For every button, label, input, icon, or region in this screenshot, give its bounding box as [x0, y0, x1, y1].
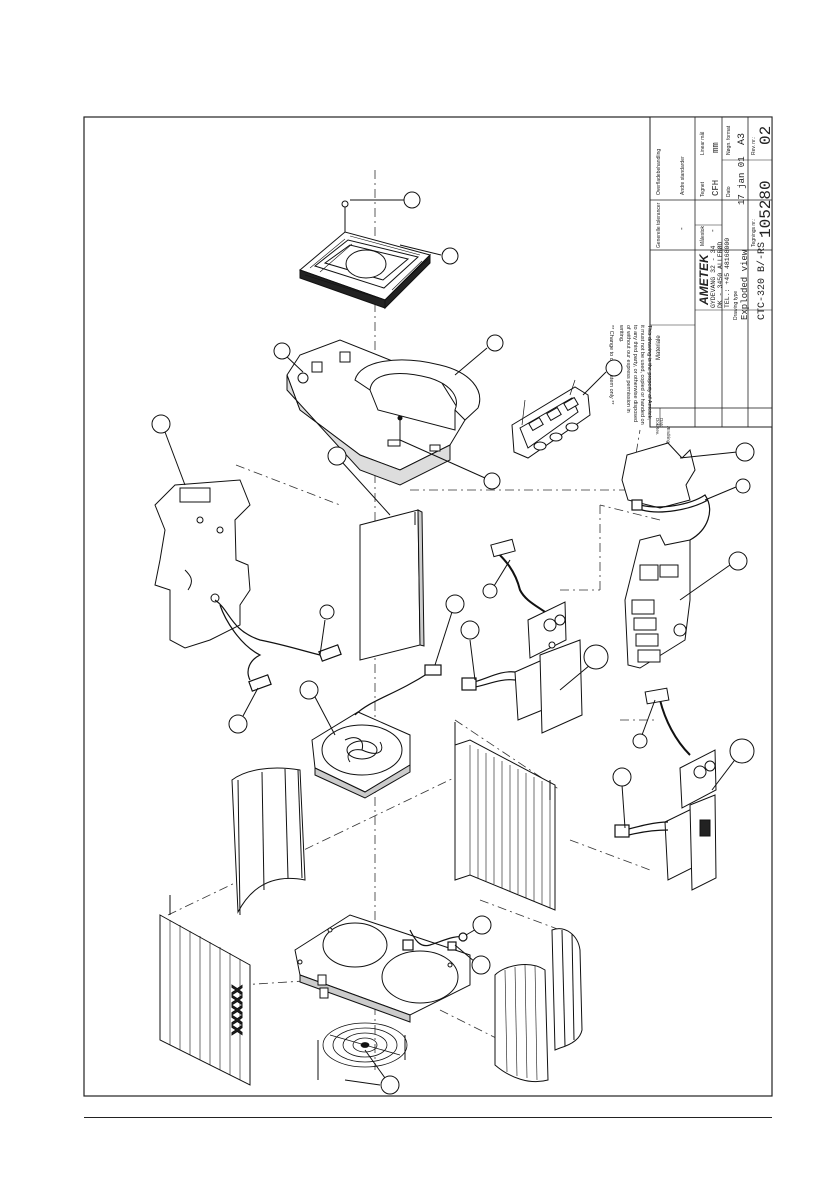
- fan: [311, 711, 411, 799]
- date-value: 17 jan 01: [737, 156, 747, 205]
- top-grille: [299, 231, 431, 310]
- center-plate: [359, 509, 425, 661]
- scale-value: -: [708, 229, 717, 232]
- scale-label: Målestok: [699, 225, 706, 246]
- bottom-screws: [169, 895, 406, 1086]
- short-cable: [461, 671, 516, 691]
- right-lower-cable: [614, 821, 669, 838]
- drawn-label: Tegnet: [700, 181, 706, 197]
- model-name: CTC-320 B/-RS: [756, 242, 768, 320]
- notice-line2: it must not be used, copied or handed on: [639, 325, 645, 425]
- notice-line1: This drawing is the property of Ametek,: [646, 325, 652, 421]
- tolerance-label: Generelle tolerancer: [656, 202, 662, 248]
- surface-label: Overfladebehandling: [656, 149, 662, 195]
- other-standard-label: Andre standarder: [680, 156, 686, 195]
- front-panel: XXXXX: [159, 914, 251, 1086]
- panel-text: XXXXX: [228, 985, 245, 1035]
- unit-label: Linear mål: [699, 132, 706, 155]
- top-cover: [286, 339, 481, 486]
- tolerance-value: -: [677, 227, 686, 230]
- date-label: Dato: [726, 186, 732, 197]
- footer-rule: [84, 1117, 772, 1118]
- drawing-title: Exploded view: [740, 249, 750, 320]
- rev-label: Rev. nr.:: [751, 137, 757, 155]
- format-label: Nøgn. format: [726, 125, 732, 155]
- display-module: [511, 379, 591, 459]
- rev-col: Rev.: [655, 426, 660, 435]
- drawing-frame: [83, 116, 773, 1097]
- rev-value: 02: [757, 126, 775, 145]
- center-heatsink: [454, 722, 556, 911]
- notice-line5: writing.: [618, 324, 624, 343]
- connector-board: [490, 538, 583, 734]
- change-col: Ændring: [666, 426, 671, 444]
- title-block: Materiale Generelle tolerancer - Overfla…: [608, 116, 775, 444]
- phone: TEL.: +45 48168000: [724, 238, 731, 308]
- drawn-value: CFH: [711, 180, 721, 196]
- unit-value: mm: [711, 142, 721, 153]
- format-value: A3: [737, 133, 748, 145]
- right-lower-module: [644, 687, 717, 891]
- right-cable: [631, 494, 711, 541]
- grille-screw: [341, 200, 349, 232]
- sensor-cable: [402, 929, 468, 951]
- sign-col: Dok.: [655, 418, 660, 427]
- right-top-plate: [621, 442, 696, 509]
- left-cable: [214, 599, 342, 692]
- fan-cable: [354, 664, 442, 716]
- drawing-no: 105280: [757, 180, 775, 238]
- company-logo: AMETEK: [697, 253, 711, 306]
- left-heatsink-panel: [231, 767, 306, 916]
- fan-guard: [322, 1022, 408, 1068]
- address-line2: DK - 3450 ALLERØD: [716, 242, 724, 308]
- drawing-no-label: Tegnings nr.:: [751, 219, 757, 247]
- drawing-type-label: Drawing type: [733, 291, 739, 320]
- address-line1: GYDEVANG 32 - 34: [710, 245, 717, 308]
- notice-line4: of without our express permission in: [625, 325, 631, 413]
- right-front-panel: [494, 928, 583, 1083]
- left-frame: [154, 479, 251, 649]
- right-pcb: [624, 534, 691, 669]
- base-plate: [294, 914, 471, 1023]
- material-label: Materiale: [656, 335, 662, 360]
- callouts: [151, 191, 755, 1095]
- date-col: Dato: [659, 418, 664, 428]
- notice-line3: to any third party, or otherwise dispose…: [632, 325, 638, 422]
